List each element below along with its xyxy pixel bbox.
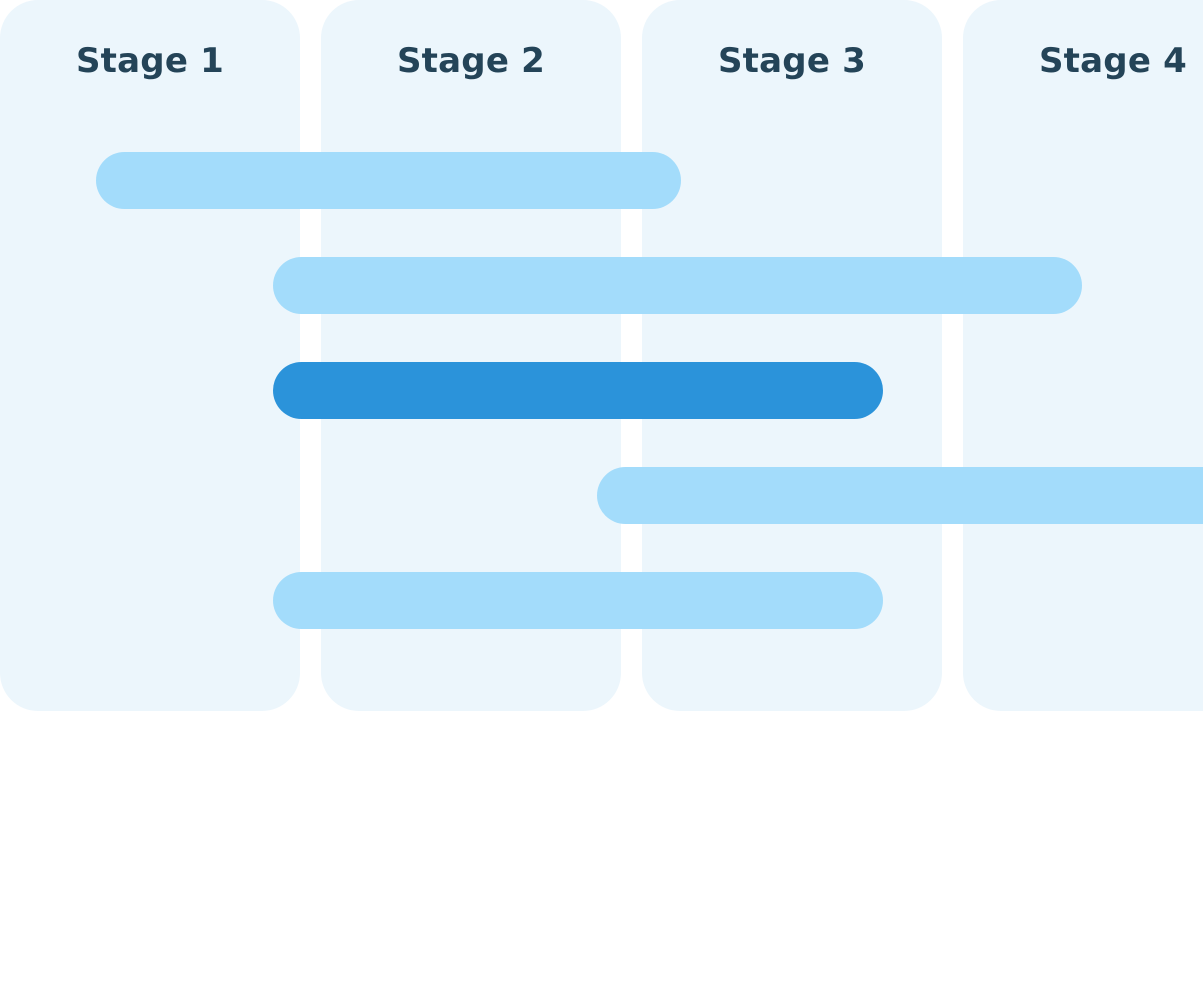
stage-label-3: Stage 3 xyxy=(718,41,866,81)
stage-label-1: Stage 1 xyxy=(76,41,224,81)
bar-4 xyxy=(597,467,1203,524)
bar-2 xyxy=(273,257,1082,314)
stage-column-4: Stage 4 xyxy=(963,0,1203,711)
stage-column-1: Stage 1 xyxy=(0,0,300,711)
stage-label-4: Stage 4 xyxy=(1039,41,1187,81)
bar-1 xyxy=(96,152,681,209)
bar-5 xyxy=(273,572,883,629)
stage-label-2: Stage 2 xyxy=(397,41,545,81)
bar-3 xyxy=(273,362,883,419)
